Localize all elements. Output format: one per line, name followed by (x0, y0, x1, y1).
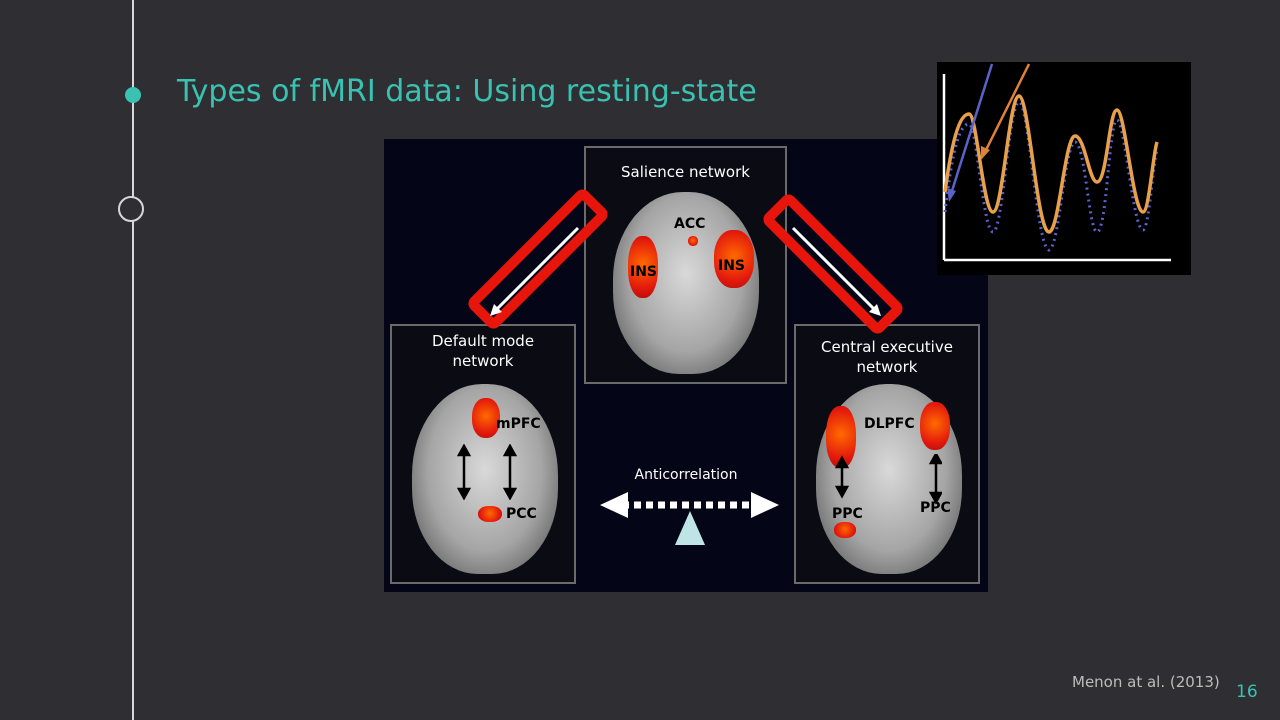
anticorrelation-arrow (600, 492, 779, 518)
salience-blob-right (714, 230, 754, 288)
left-connection-highlight (468, 189, 608, 329)
default-mode-blob-mpfc (472, 398, 500, 438)
default-mode-label-line1: Default mode (431, 332, 535, 350)
fulcrum-triangle (675, 511, 705, 545)
region-label-acc: ACC (674, 216, 706, 232)
salience-blob-acc (688, 236, 698, 246)
right-connection-arrowhead (869, 304, 881, 316)
central-executive-label-line2: network (856, 358, 918, 376)
default-mode-arrows (456, 444, 518, 500)
default-mode-panel: Default mode network mPFC PCC (390, 324, 576, 584)
slide-number: 16 (1236, 682, 1258, 702)
central-executive-blob-dlpfc-right (920, 402, 950, 450)
timeline-line (132, 0, 134, 720)
network-figure: Salience network ACC INS INS Default mod… (384, 139, 988, 592)
inset-orange-arrowhead (981, 146, 990, 160)
salience-label: Salience network (621, 163, 750, 181)
central-executive-blob-ppc-left (834, 522, 856, 538)
region-label-ins-right: INS (718, 258, 746, 274)
inset-orange-series (943, 94, 1159, 234)
salience-blob-left (628, 236, 658, 298)
region-label-dlpfc: DLPFC (864, 416, 915, 432)
right-connection-highlight (763, 194, 903, 334)
inset-blue-arrow (949, 63, 994, 195)
inset-blue-dotted-series (943, 100, 1159, 252)
inset-orange-arrow (983, 63, 1031, 153)
slide-title: Types of fMRI data: Using resting-state (177, 74, 757, 109)
timeline-current-dot[interactable] (125, 87, 141, 103)
inset-blue-arrowhead (947, 188, 956, 202)
timeline-next-dot[interactable] (118, 196, 144, 222)
default-mode-blob-pcc (478, 506, 502, 522)
region-label-ins-left: INS (630, 264, 658, 280)
anticorrelation-label: Anticorrelation (634, 467, 738, 483)
citation: Menon at al. (2013) (1072, 673, 1220, 691)
default-mode-label-line2: network (452, 352, 514, 370)
salience-panel: Salience network ACC INS INS (584, 146, 787, 384)
region-label-ppc-left: PPC (832, 506, 863, 522)
left-connection-arrow (494, 226, 580, 312)
region-label-pcc: PCC (506, 506, 537, 522)
region-label-ppc-right: PPC (920, 500, 951, 516)
central-executive-arrows (834, 454, 942, 505)
connection-arrows-overlay (468, 189, 903, 545)
region-label-mpfc: mPFC (496, 416, 541, 432)
central-executive-label-line1: Central executive (821, 338, 953, 356)
signal-inset-plot (937, 62, 1191, 275)
right-connection-arrow (791, 226, 877, 312)
left-connection-arrowhead (490, 304, 502, 316)
central-executive-panel: Central executive network DLPFC PPC PPC (794, 324, 980, 584)
